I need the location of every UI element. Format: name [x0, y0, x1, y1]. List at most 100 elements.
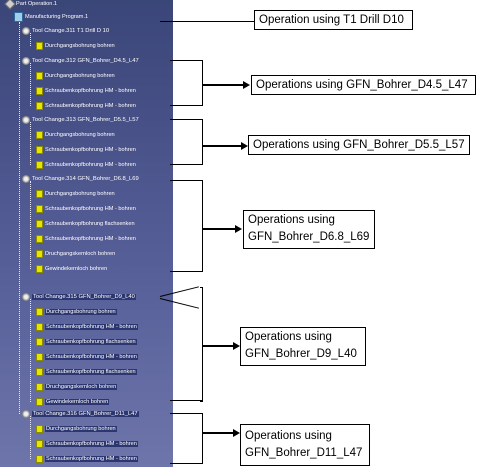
drill-operation-icon [36, 424, 43, 433]
tool-change-icon [22, 292, 30, 301]
drill-operation-icon [36, 234, 43, 243]
tool-change-311[interactable]: Tool Change.311 T1 Drill D 10 [22, 24, 109, 38]
operation-label: Schraubenkopfbohrung flachsenken [45, 369, 137, 375]
operation-item[interactable]: Gewindekernloch bohren [36, 262, 107, 276]
tree-connector [30, 299, 31, 402]
operation-item[interactable]: Druchgangskernloch bohren [36, 380, 118, 394]
operation-label: Schraubenkopfbohrung HM - bohren [45, 456, 138, 462]
tool-change-label: Tool Change.314 GFN_Bohrer_D6.8_L69 [32, 176, 139, 182]
drill-operation-icon [36, 454, 43, 463]
tool-change-label: Tool Change.311 T1 Drill D 10 [32, 28, 110, 34]
operation-label: Durchgangsbohrung bohren [45, 309, 117, 315]
drill-operation-icon [36, 204, 43, 213]
operation-item[interactable]: Durchgangsbohrung bohren [36, 422, 117, 436]
connector-line [160, 21, 254, 22]
operation-item[interactable]: Durchgangsbohrung bohren [36, 128, 115, 142]
process-tree-panel: Part Operation.1 Manufacturing Program.1… [0, 0, 173, 467]
callout-text: Operations using [245, 331, 332, 343]
callout-text: GFN_Bohrer_D11_L47 [245, 447, 363, 459]
group-bracket [170, 180, 203, 272]
drill-operation-icon [36, 130, 43, 139]
group-bracket [200, 287, 203, 402]
tool-change-icon [22, 56, 30, 65]
operation-item[interactable]: Schraubenkopfbohrung HM - bohren [36, 350, 138, 364]
operation-label: Druchgangskernloch bohren [45, 251, 116, 257]
callout-text: Operation using T1 Drill D10 [259, 14, 404, 26]
drill-operation-icon [36, 307, 43, 316]
operation-item[interactable]: Durchgangsbohrung bohren [36, 305, 117, 319]
callout-d9: Operations using GFN_Bohrer_D9_L40 [240, 327, 366, 366]
drill-operation-icon [36, 41, 43, 50]
part-operation-icon [4, 0, 16, 10]
operation-item[interactable]: Schraubenkopfbohrung HM - bohren [36, 437, 138, 451]
program-icon [14, 11, 23, 22]
operation-label: Schraubenkopfbohrung HM - bohren [45, 88, 136, 94]
operation-label: Schraubenkopfbohrung HM - bohren [45, 324, 138, 330]
operation-item[interactable]: Schraubenkopfbohrung HM - bohren [36, 84, 136, 98]
countersink-operation-icon [36, 337, 43, 346]
group-bracket [170, 413, 203, 464]
countersink-operation-icon [36, 219, 43, 228]
operation-label: Schraubenkopfbohrung HM - bohren [45, 354, 138, 360]
tree-connector [30, 416, 31, 459]
operation-item[interactable]: Gewindekernloch bohren [36, 395, 110, 409]
operation-item[interactable]: Schraubenkopfbohrung HM - bohren [36, 320, 138, 334]
drill-operation-icon [36, 249, 43, 258]
operation-item[interactable]: Schraubenkopfbohrung HM - bohren [36, 99, 136, 113]
group-bracket [170, 60, 203, 106]
arrow [202, 429, 240, 437]
connector-line [170, 400, 202, 401]
arrow [202, 225, 242, 233]
operation-item[interactable]: Druchgangskernloch bohren [36, 247, 115, 261]
group-bracket [170, 119, 203, 165]
operation-label: Schraubenkopfbohrung HM - bohren [45, 147, 136, 153]
operation-item[interactable]: Schraubenkopfbohrung HM - bohren [36, 232, 136, 246]
tool-change-label: Tool Change.312 GFN_Bohrer_D4.5_L47 [32, 58, 139, 64]
callout-d11: Operations using GFN_Bohrer_D11_L47 [240, 424, 370, 466]
operation-item[interactable]: Schraubenkopfbohrung HM - bohren [36, 143, 136, 157]
operation-label: Durchgangsbohrung bohren [45, 426, 117, 432]
operation-item[interactable]: Schraubenkopfbohrung flachsenken [36, 217, 135, 231]
operation-item[interactable]: Schraubenkopfbohrung HM - bohren [36, 452, 138, 466]
arrow [202, 81, 250, 89]
callout-text: GFN_Bohrer_D6.8_L69 [248, 231, 370, 243]
operation-label: Schraubenkopfbohrung HM - bohren [45, 236, 136, 242]
operation-label: Durchgangsbohrung bohren [45, 191, 115, 197]
drill-operation-icon [36, 439, 43, 448]
tool-change-313[interactable]: Tool Change.313 GFN_Bohrer_D5.5_L57 [22, 113, 139, 127]
drill-operation-icon [36, 101, 43, 110]
operation-label: Schraubenkopfbohrung HM - bohren [45, 162, 136, 168]
operation-label: Schraubenkopfbohrung HM - bohren [45, 103, 136, 109]
operation-label: Druchgangskernloch bohren [45, 384, 118, 390]
operation-label: Schraubenkopfbohrung HM - bohren [45, 206, 136, 212]
operation-item[interactable]: Schraubenkopfbohrung HM - bohren [36, 158, 136, 172]
tool-change-316[interactable]: Tool Change.316 GFN_Bohrer_D11_L47 [22, 407, 139, 421]
drill-operation-icon [36, 264, 43, 273]
callout-text: GFN_Bohrer_D9_L40 [245, 348, 357, 360]
operation-label: Schraubenkopfbohrung HM - bohren [45, 441, 138, 447]
drill-operation-icon [36, 382, 43, 391]
operation-label: Gewindekernloch bohren [45, 399, 110, 405]
callout-text: Operations using GFN_Bohrer_D5.5_L57 [253, 139, 465, 151]
tree-connector [30, 63, 31, 106]
callout-d5-5: Operations using GFN_Bohrer_D5.5_L57 [248, 135, 470, 155]
arrow [202, 142, 248, 150]
tree-connector [30, 122, 31, 165]
tree-node-part-operation[interactable]: Part Operation.1 [4, 0, 58, 11]
callout-text: Operations using [245, 430, 332, 442]
part-operation-label: Part Operation.1 [16, 1, 58, 7]
tree-connector [30, 33, 31, 46]
tool-change-315[interactable]: Tool Change.315 GFN_Bohrer_D9_L40 [22, 290, 136, 304]
tool-change-icon [22, 409, 30, 418]
drill-operation-icon [36, 160, 43, 169]
tool-change-312[interactable]: Tool Change.312 GFN_Bohrer_D4.5_L47 [22, 54, 139, 68]
operation-item[interactable]: Durchgangsbohrung bohren [36, 187, 115, 201]
tree-node-manufacturing-program[interactable]: Manufacturing Program.1 [14, 10, 88, 24]
operation-item[interactable]: Schraubenkopfbohrung flachsenken [36, 365, 137, 379]
tool-change-314[interactable]: Tool Change.314 GFN_Bohrer_D6.8_L69 [22, 172, 139, 186]
operation-item[interactable]: Schraubenkopfbohrung flachsenken [36, 335, 137, 349]
operation-item[interactable]: Schraubenkopfbohrung HM - bohren [36, 202, 136, 216]
operation-item[interactable]: Durchgangsbohrung bohren [36, 39, 115, 53]
operation-item[interactable]: Durchgangsbohrung bohren [36, 69, 115, 83]
operation-label: Durchgangsbohrung bohren [45, 43, 115, 49]
